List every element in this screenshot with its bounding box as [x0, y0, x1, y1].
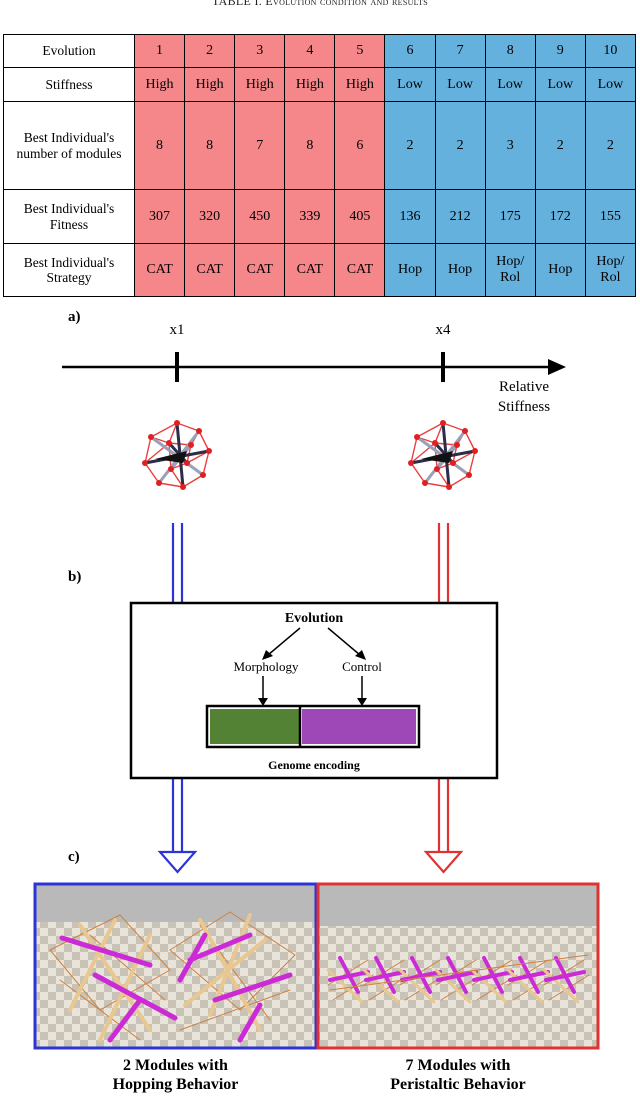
table-cell: 450: [234, 189, 286, 244]
table-cell: 2: [184, 34, 236, 68]
row-header: Best Individual's Fitness: [3, 189, 135, 244]
row-header: Stiffness: [3, 67, 135, 102]
table-cell: 10: [584, 34, 637, 68]
table-cell: 2: [384, 101, 436, 190]
table-cell: Hop/ Rol: [584, 243, 637, 297]
axis-arrowhead-icon: [548, 359, 566, 375]
table-cell: 212: [434, 189, 486, 244]
table-cell: 405: [334, 189, 386, 244]
label-b: b): [68, 569, 82, 585]
label-c: c): [68, 849, 80, 865]
table-cell: Hop: [534, 243, 586, 297]
sim-caption-left: 2 Modules with Hopping Behavior: [35, 1056, 316, 1094]
table-cell: 339: [284, 189, 336, 244]
row-header: Best Individual's number of modules: [3, 101, 135, 190]
table-cell: 175: [484, 189, 536, 244]
table-cell: 2: [534, 101, 586, 190]
table-cell: High: [234, 67, 286, 102]
table-cell: 8: [133, 101, 186, 190]
robot-module-icon: [142, 420, 212, 490]
table-cell: High: [133, 67, 186, 102]
morphology-label: Morphology: [234, 659, 300, 674]
table-cell: CAT: [184, 243, 236, 297]
table-cell: 307: [133, 189, 186, 244]
evolution-label: Evolution: [285, 611, 344, 626]
sim-caption-left-line2: Hopping Behavior: [112, 1076, 239, 1094]
table-cell: Low: [384, 67, 436, 102]
control-label: Control: [342, 659, 382, 674]
table-cell: Hop: [384, 243, 436, 297]
table-cell: 6: [334, 101, 386, 190]
table-cell: 7: [234, 101, 286, 190]
table-cell: 8: [484, 34, 536, 68]
sim-panel-left: [33, 882, 318, 1050]
robot-module-icon: [408, 420, 478, 490]
table-cell: Hop/ Rol: [484, 243, 536, 297]
axis-label-line2: Stiffness: [498, 399, 550, 415]
table-cell: 136: [384, 189, 436, 244]
table-cell: 8: [284, 101, 336, 190]
arrow-down-icon: [423, 850, 464, 874]
caption-prefix: TABLE I.: [211, 0, 263, 8]
table-cell: CAT: [284, 243, 336, 297]
table-cell: 7: [434, 34, 486, 68]
table-cell: 5: [334, 34, 386, 68]
sim-caption-right: 7 Modules with Peristaltic Behavior: [318, 1056, 598, 1094]
table-cell: 8: [184, 101, 236, 190]
sim-caption-right-line1: 7 Modules with: [405, 1057, 511, 1074]
table-cell: CAT: [234, 243, 286, 297]
arrow-left-low: [157, 523, 198, 874]
row-header: Best Individual's Strategy: [3, 243, 135, 297]
table-cell: Low: [584, 67, 637, 102]
table-caption: TABLE I. Evolution condition and results: [0, 0, 640, 9]
table-cell: 2: [584, 101, 637, 190]
label-a: a): [68, 309, 81, 325]
genome-morphology-segment: [210, 709, 299, 744]
arrow-icon: [262, 650, 273, 660]
table-cell: CAT: [133, 243, 186, 297]
arrow-icon: [357, 698, 367, 706]
sim-caption-left-line1: 2 Modules with: [123, 1057, 228, 1074]
arrow-icon: [355, 650, 366, 660]
table-cell: 6: [384, 34, 436, 68]
table-cell: 320: [184, 189, 236, 244]
tick-x1-label: x1: [170, 322, 185, 338]
stiffness-axis: x1 x4 Relative Stiffness: [62, 322, 566, 415]
sim-panel-right: [316, 882, 600, 1050]
table-cell: 3: [484, 101, 536, 190]
table-cell: High: [334, 67, 386, 102]
caption-text: Evolution condition and results: [265, 0, 429, 8]
table-cell: Low: [534, 67, 586, 102]
arrow-icon: [258, 698, 268, 706]
sim-caption-right-line2: Peristaltic Behavior: [390, 1076, 526, 1094]
table-cell: 172: [534, 189, 586, 244]
axis-label-line1: Relative: [499, 379, 549, 395]
table-cell: CAT: [334, 243, 386, 297]
genome-control-segment: [302, 709, 416, 744]
evolution-diagram: Evolution Morphology Control Genome enco…: [129, 601, 499, 780]
table-cell: High: [284, 67, 336, 102]
tick-x4-label: x4: [436, 322, 452, 338]
arrow-right-high: [423, 523, 464, 874]
table-cell: 4: [284, 34, 336, 68]
arrow-down-icon: [157, 850, 198, 874]
genome-encoding-label: Genome encoding: [268, 758, 360, 772]
